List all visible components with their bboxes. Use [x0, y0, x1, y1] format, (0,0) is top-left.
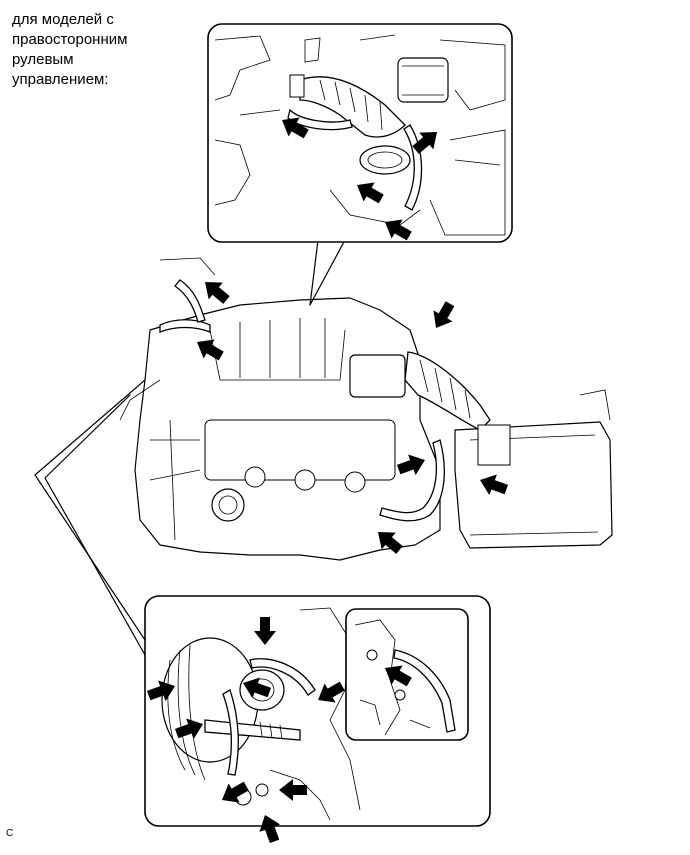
arrow-main_view-1 — [197, 273, 234, 309]
caption-line-1: для моделей с — [12, 11, 114, 28]
caption-line-3: рулевым — [12, 51, 74, 68]
top-inset — [207, 23, 513, 243]
main-engine-view — [119, 257, 613, 561]
diagram-caption: для моделей с правосторонним рулевым упр… — [12, 10, 202, 90]
arrow-main_view-4 — [394, 449, 429, 480]
arrow-main_view-6 — [370, 523, 407, 559]
figure-code: C — [6, 828, 14, 839]
bottom-right-inset — [345, 608, 469, 741]
arrow-main_view-3 — [426, 298, 460, 334]
arrow-main_view-5 — [476, 469, 511, 500]
bottom-right-inset-drawing — [354, 619, 456, 736]
arrow-main_view-2 — [191, 332, 227, 366]
caption-line-4: управлением: — [12, 71, 109, 88]
caption-line-2: правосторонним — [12, 31, 128, 48]
callout-leaders — [34, 239, 346, 656]
